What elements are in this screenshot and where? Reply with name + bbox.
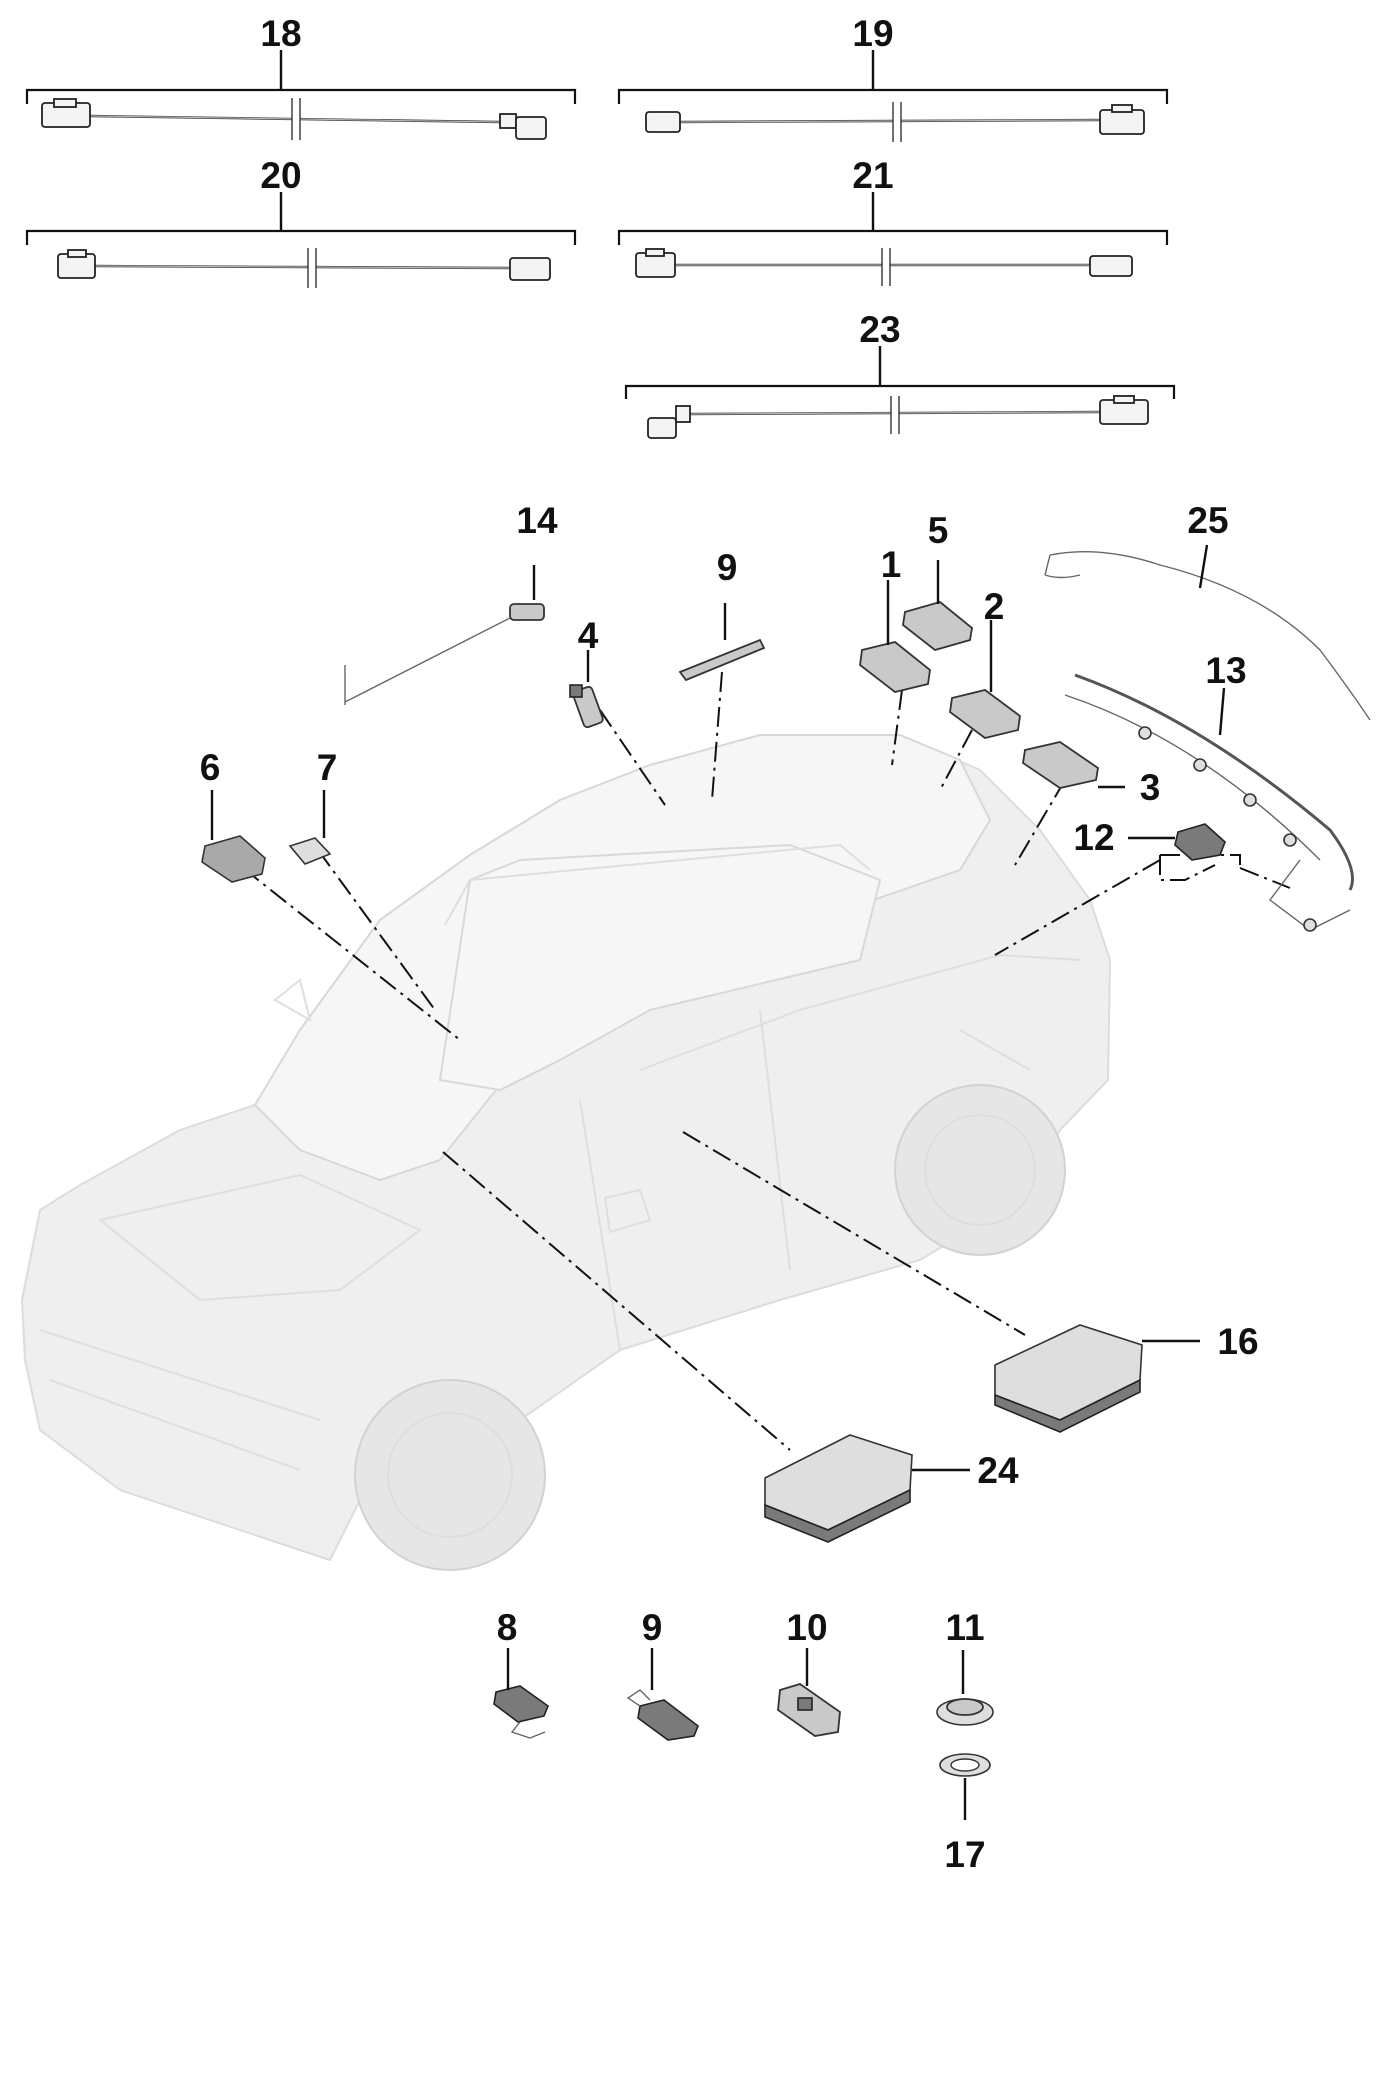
callout-18[interactable]: 18 (260, 13, 301, 54)
callout-20[interactable]: 20 (260, 155, 301, 196)
callout-13[interactable]: 13 (1205, 650, 1246, 691)
part-4[interactable] (569, 650, 604, 729)
part-2[interactable] (949, 620, 1021, 739)
part-8[interactable] (493, 1648, 549, 1739)
callout-23[interactable]: 23 (859, 309, 900, 350)
callout-1[interactable]: 1 (881, 544, 902, 585)
callout-11[interactable]: 11 (945, 1607, 984, 1648)
part-24[interactable] (764, 1434, 970, 1543)
callout-8[interactable]: 8 (497, 1607, 518, 1648)
cable-18[interactable] (25, 50, 577, 140)
part-16[interactable] (994, 1324, 1200, 1433)
cable-21[interactable] (617, 192, 1169, 286)
callout-21[interactable]: 21 (852, 155, 893, 196)
part-7[interactable] (288, 790, 332, 865)
part-11[interactable] (936, 1650, 994, 1726)
callout-9-top[interactable]: 9 (717, 547, 738, 588)
part-5[interactable] (902, 560, 973, 651)
callout-4[interactable]: 4 (578, 615, 599, 656)
vehicle-outline (20, 734, 1112, 1571)
part-1[interactable] (859, 580, 931, 693)
callout-5[interactable]: 5 (928, 510, 949, 551)
part-9b[interactable] (626, 1648, 699, 1741)
callout-19[interactable]: 19 (852, 13, 893, 54)
callout-14[interactable]: 14 (516, 500, 558, 541)
part-10[interactable] (777, 1648, 841, 1737)
callout-25[interactable]: 25 (1187, 500, 1228, 541)
callout-7[interactable]: 7 (317, 747, 338, 788)
callout-16[interactable]: 16 (1217, 1321, 1258, 1362)
part-17[interactable] (939, 1753, 991, 1820)
callout-10[interactable]: 10 (786, 1607, 827, 1648)
callout-24[interactable]: 24 (977, 1450, 1019, 1491)
part-9a[interactable] (678, 603, 766, 682)
part-25[interactable] (1044, 544, 1371, 721)
part-3[interactable] (1022, 741, 1125, 789)
callout-9-bottom[interactable]: 9 (642, 1607, 663, 1648)
callout-numbers: 18 19 20 21 23 14 4 9 1 5 2 25 13 3 12 6… (200, 13, 1259, 1875)
cable-20[interactable] (25, 192, 577, 288)
callout-2[interactable]: 2 (984, 586, 1005, 627)
callout-12[interactable]: 12 (1073, 817, 1114, 858)
callout-3[interactable]: 3 (1140, 767, 1161, 808)
part-14[interactable] (344, 565, 545, 705)
part-13[interactable] (1064, 673, 1354, 932)
part-12[interactable] (1128, 823, 1226, 861)
cable-23[interactable] (624, 346, 1176, 439)
cable-19[interactable] (617, 50, 1169, 142)
callout-6[interactable]: 6 (200, 747, 221, 788)
part-6[interactable] (201, 790, 266, 883)
callout-17[interactable]: 17 (944, 1834, 985, 1875)
